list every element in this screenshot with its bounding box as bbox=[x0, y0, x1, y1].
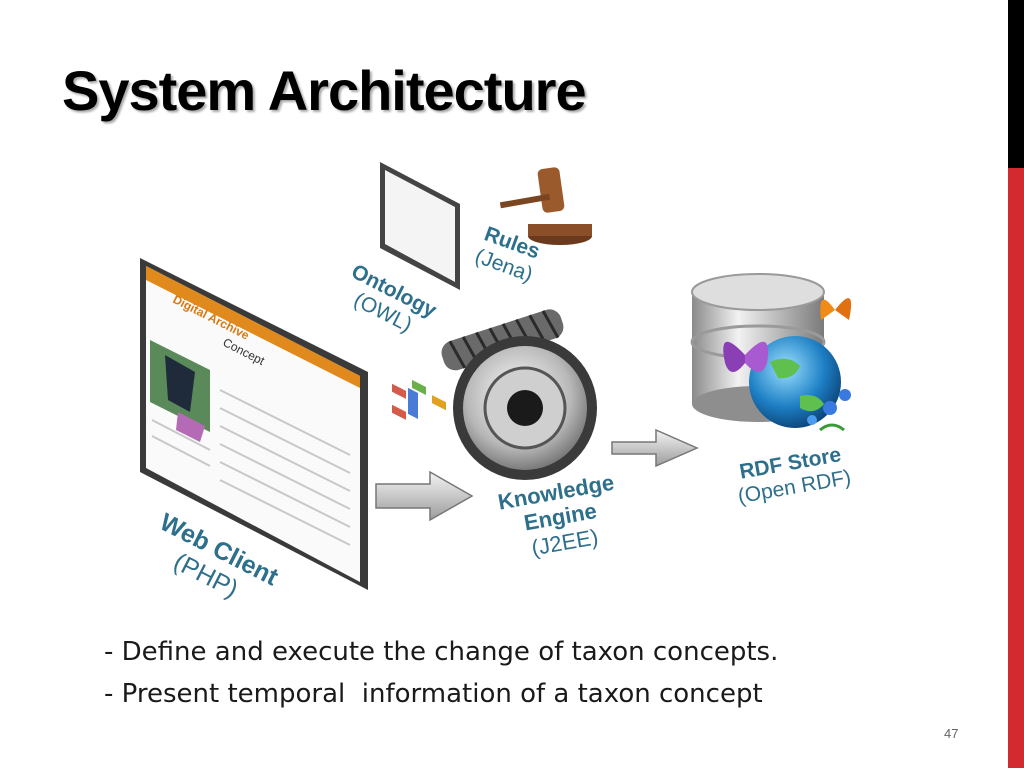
bullet-item-1: - Define and execute the change of taxon… bbox=[104, 637, 779, 667]
bullet-list: - Define and execute the change of taxon… bbox=[104, 632, 778, 715]
slide-edge-band-accent bbox=[1008, 168, 1024, 768]
diagram-graphics: Digital Archive Concept bbox=[140, 162, 852, 590]
ontology-board-icon bbox=[380, 162, 460, 420]
arrow-webclient-to-engine bbox=[375, 470, 474, 522]
butterfly-icon bbox=[723, 298, 852, 372]
slide-edge-band-top bbox=[1008, 0, 1024, 168]
gavel-icon bbox=[499, 167, 592, 245]
web-client-screen-icon bbox=[140, 258, 368, 590]
bullet-item-2: - Present temporal information of a taxo… bbox=[104, 678, 763, 709]
slide-title: System Architecture bbox=[62, 59, 587, 122]
globe-icon bbox=[749, 336, 841, 428]
arrow-engine-to-rdfstore bbox=[611, 428, 699, 468]
page-number: 47 bbox=[944, 726, 959, 741]
architecture-diagram: Digital Archive Concept bbox=[0, 150, 1000, 620]
flowers-icon bbox=[807, 389, 851, 432]
gear-icon bbox=[441, 309, 597, 480]
